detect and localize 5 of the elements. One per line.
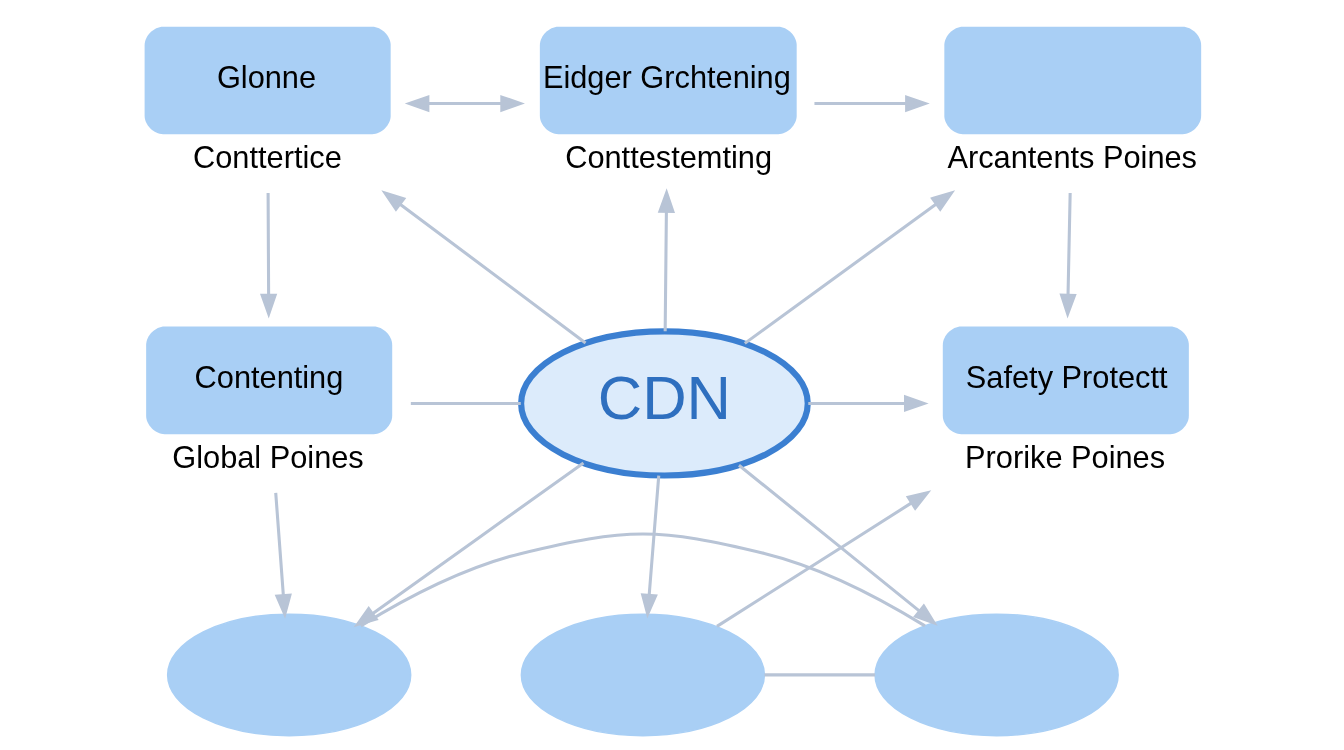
node-label: Conttestemting	[564, 140, 772, 176]
node-label: Prorike Poines	[964, 440, 1165, 476]
node-label: Global Poines	[171, 440, 364, 476]
node-label: Conttertice	[192, 140, 342, 176]
node-label: Arcantents Poines	[946, 140, 1197, 176]
